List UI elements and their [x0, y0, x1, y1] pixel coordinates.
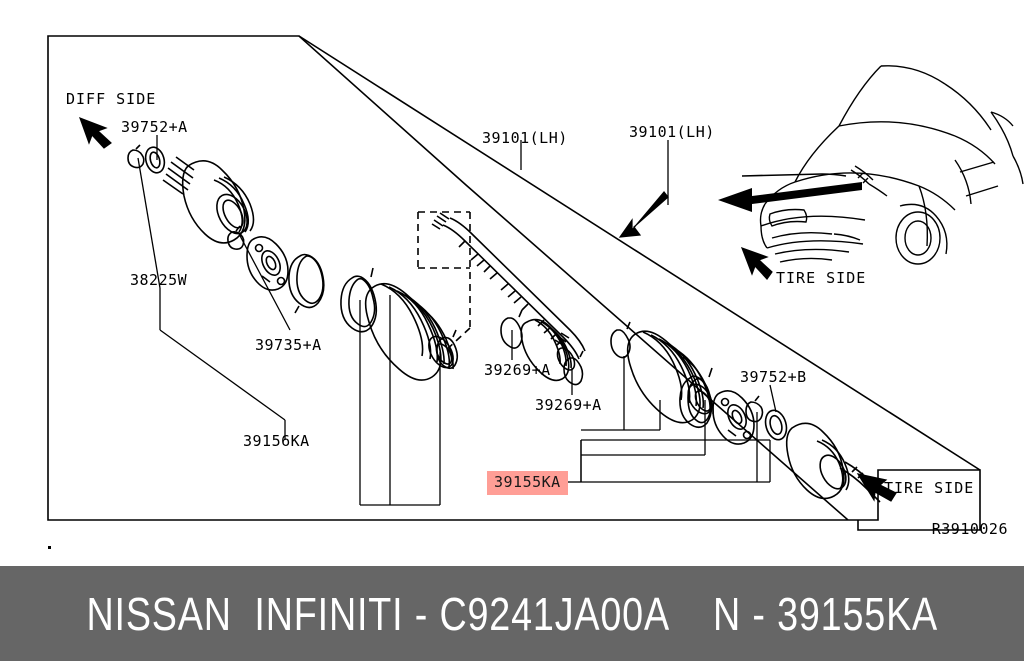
part-washer-39752b — [764, 409, 788, 441]
part-cv-joint-left — [181, 160, 255, 244]
callout-39155-ka-highlighted[interactable]: 39155KA — [487, 471, 568, 495]
car-reference-line — [741, 173, 823, 177]
callout-38225-w[interactable]: 38225W — [130, 271, 188, 289]
callout-39269-a-upper[interactable]: 39269+A — [484, 361, 551, 379]
part-snapring-left — [288, 253, 325, 314]
part-tripod-left — [246, 236, 289, 291]
pointer-arrow-to-car — [718, 182, 862, 212]
label-diff-side: DIFF SIDE — [66, 90, 157, 108]
leader-lines — [137, 135, 777, 506]
part-clamp-39269a-lower — [563, 350, 584, 386]
frame-border — [47, 35, 981, 531]
part-washer-39752a — [144, 146, 166, 174]
part-clamp-39269a-upper — [500, 309, 523, 349]
part-drive-shaft-center — [431, 212, 586, 360]
diagram-linework — [47, 35, 1024, 531]
drawing-reference-number: R3910026 — [931, 520, 1008, 538]
label-tire-side-car: TIRE SIDE — [776, 269, 867, 287]
callout-39735-a[interactable]: 39735+A — [255, 336, 322, 354]
callout-39752-a[interactable]: 39752+A — [121, 118, 188, 136]
vehicle-illustration — [759, 65, 1024, 265]
part-circlip-right — [745, 395, 764, 423]
callout-39101-lh-left[interactable]: 39101(LH) — [482, 129, 568, 147]
arrow-center-down — [618, 191, 669, 238]
part-tripod-right — [712, 390, 755, 445]
callout-39101-lh-right[interactable]: 39101(LH) — [629, 123, 715, 141]
diagonal-separator — [298, 35, 981, 471]
brand-banner: NISSAN INFINITI - C9241JA00A N - 39155KA — [0, 566, 1024, 661]
part-cv-joint-right — [785, 422, 850, 500]
part-circlip-left — [127, 144, 145, 169]
part-boot-clamp-large-left — [340, 267, 378, 333]
arrow-diff-side — [78, 116, 112, 149]
callout-39752-b[interactable]: 39752+B — [740, 368, 807, 386]
banner-part-title: NISSAN INFINITI - C9241JA00A N - 39155KA — [86, 587, 938, 640]
part-clip-39735a — [227, 225, 245, 250]
diagram-canvas: DIFF SIDE TIRE SIDE TIRE SIDE 39752+A 38… — [47, 35, 1024, 549]
arrow-tire-side-car — [740, 246, 773, 280]
part-clamp-large-right — [679, 367, 713, 429]
arrow-tire-side-shaft — [856, 473, 897, 502]
part-boot-clamp-small-left — [436, 329, 459, 370]
callout-39269-a-lower[interactable]: 39269+A — [535, 396, 602, 414]
corner-dot-marker — [48, 546, 51, 549]
label-tire-side-shaft: TIRE SIDE — [884, 479, 975, 497]
callout-39156-ka[interactable]: 39156KA — [243, 432, 310, 450]
part-spline-stub-left — [162, 156, 195, 195]
shaft-reference-box — [417, 211, 471, 353]
part-boot-bellows-right — [626, 330, 714, 424]
